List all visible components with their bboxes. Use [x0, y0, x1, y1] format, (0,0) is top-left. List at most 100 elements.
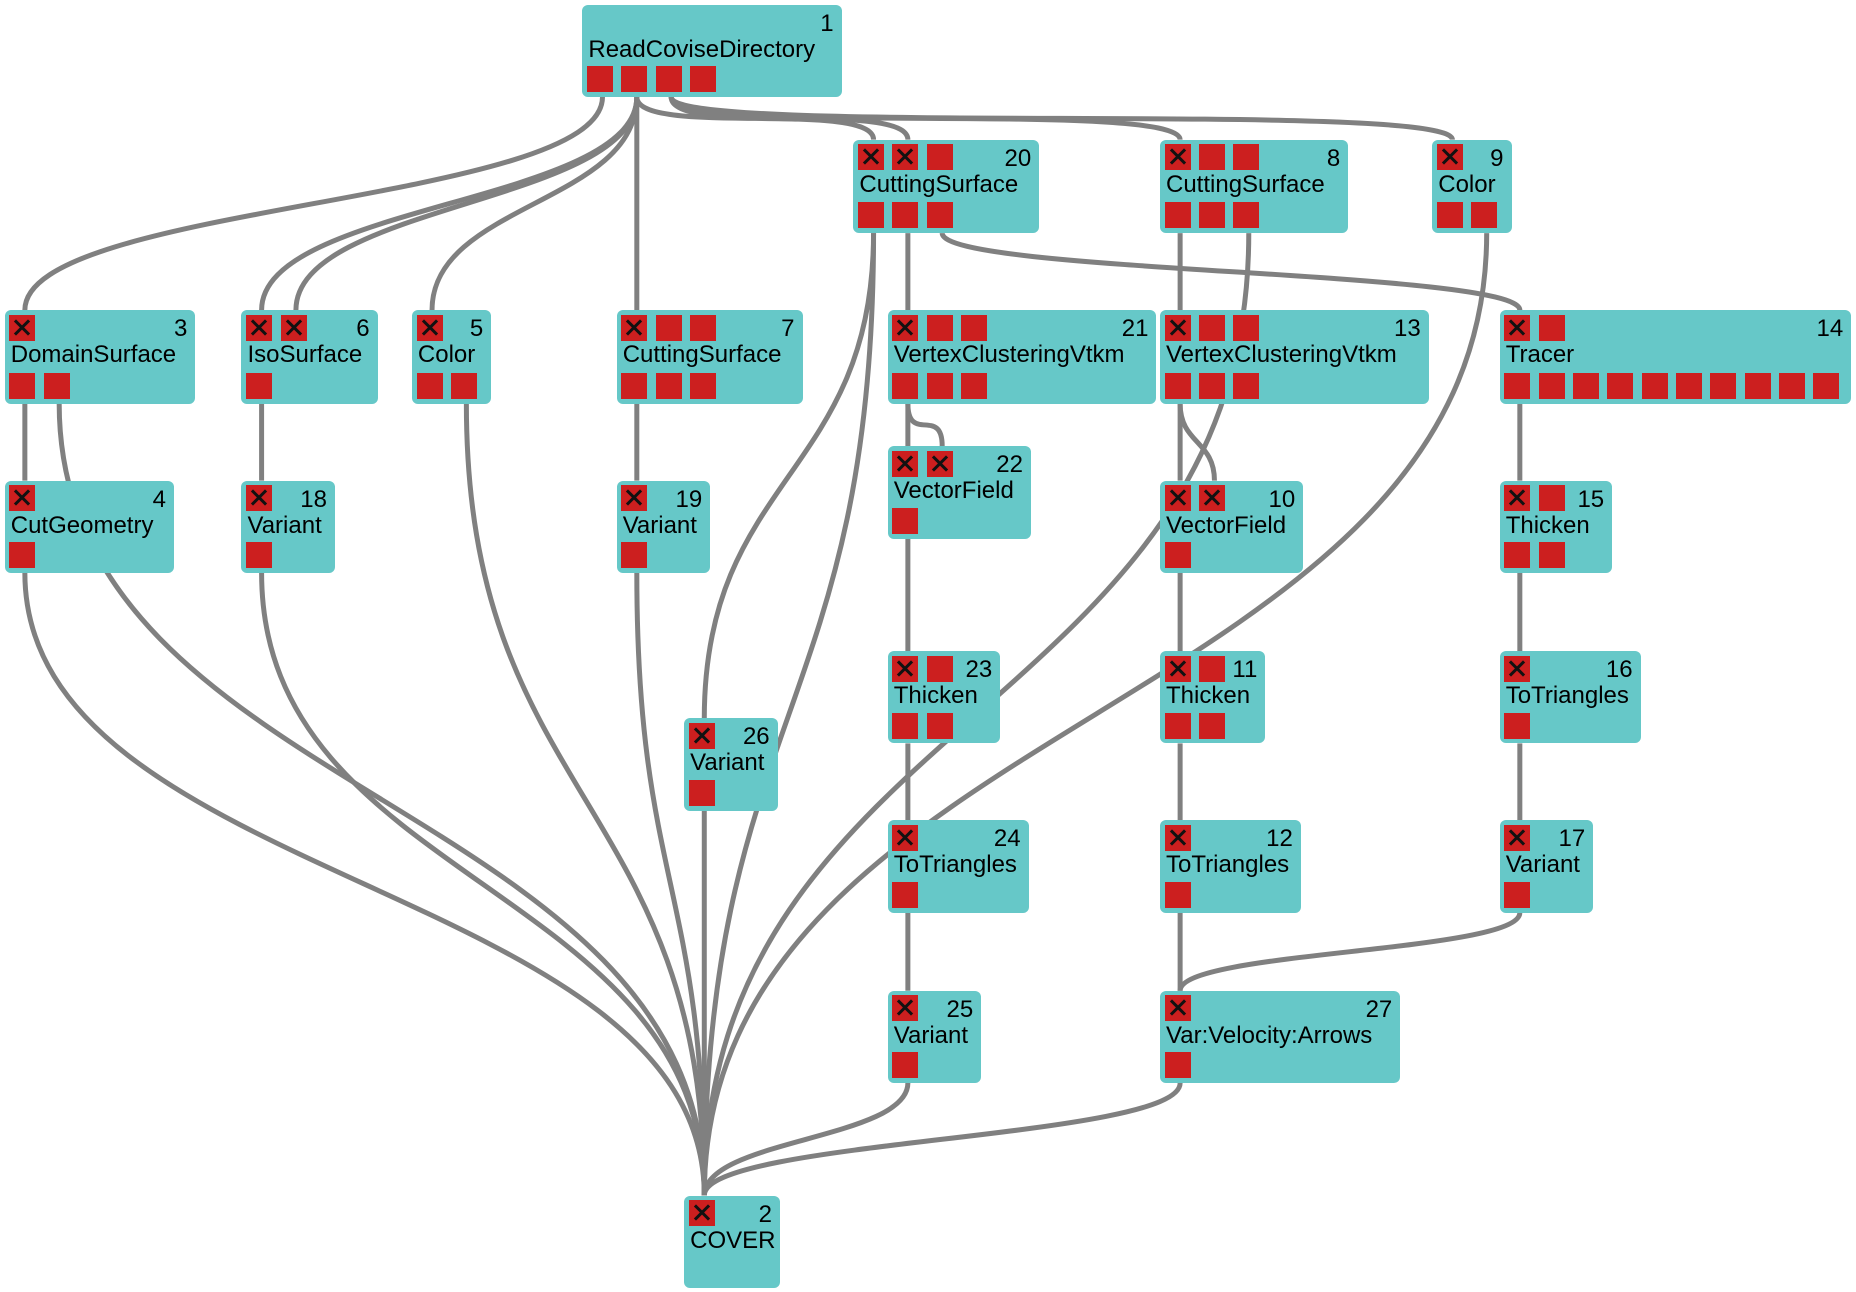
output-port[interactable]	[1641, 372, 1668, 399]
output-port[interactable]	[43, 372, 70, 399]
output-port[interactable]	[926, 712, 953, 739]
input-port[interactable]	[1199, 144, 1226, 171]
output-port[interactable]	[1199, 712, 1226, 739]
output-port[interactable]	[1538, 542, 1565, 569]
connected-input-port[interactable]	[926, 450, 953, 477]
connected-input-port[interactable]	[892, 825, 919, 852]
connected-input-port[interactable]	[1164, 485, 1191, 512]
output-port[interactable]	[621, 372, 648, 399]
output-port[interactable]	[1199, 372, 1226, 399]
input-port[interactable]	[926, 314, 953, 341]
output-port[interactable]	[1710, 372, 1737, 399]
output-port[interactable]	[688, 780, 715, 807]
output-port[interactable]	[246, 542, 273, 569]
connected-input-port[interactable]	[892, 995, 919, 1022]
connection-wire[interactable]	[668, 95, 1455, 141]
connected-input-port[interactable]	[892, 144, 919, 171]
input-port[interactable]	[1538, 314, 1565, 341]
input-port[interactable]	[690, 314, 717, 341]
input-port[interactable]	[926, 655, 953, 682]
connection-wire[interactable]	[1177, 911, 1523, 992]
connection-wire[interactable]	[701, 233, 1490, 1196]
output-port[interactable]	[1164, 881, 1191, 908]
connected-input-port[interactable]	[1504, 314, 1531, 341]
connected-input-port[interactable]	[1436, 144, 1463, 171]
output-port[interactable]	[1164, 1052, 1191, 1079]
output-port[interactable]	[1233, 372, 1260, 399]
connection-wire[interactable]	[22, 572, 707, 1196]
connected-input-port[interactable]	[688, 1200, 715, 1227]
output-port[interactable]	[1573, 372, 1600, 399]
connection-wire[interactable]	[701, 1082, 1183, 1197]
output-port[interactable]	[1199, 202, 1226, 229]
output-port[interactable]	[1164, 202, 1191, 229]
output-port[interactable]	[892, 881, 919, 908]
connection-wire[interactable]	[701, 233, 877, 719]
output-port[interactable]	[1538, 372, 1565, 399]
output-port[interactable]	[1471, 202, 1498, 229]
connection-wire[interactable]	[429, 97, 640, 311]
connection-wire[interactable]	[939, 232, 1523, 312]
connected-input-port[interactable]	[892, 314, 919, 341]
connection-wire[interactable]	[463, 403, 707, 1196]
output-port[interactable]	[9, 372, 36, 399]
connected-input-port[interactable]	[858, 144, 885, 171]
output-port[interactable]	[690, 372, 717, 399]
connected-input-port[interactable]	[621, 314, 648, 341]
connected-input-port[interactable]	[1164, 314, 1191, 341]
connected-input-port[interactable]	[246, 485, 273, 512]
output-port[interactable]	[1504, 712, 1531, 739]
input-port[interactable]	[1199, 314, 1226, 341]
connection-wire[interactable]	[634, 572, 707, 1196]
connection-wire[interactable]	[701, 1082, 911, 1196]
output-port[interactable]	[655, 372, 682, 399]
connected-input-port[interactable]	[1164, 144, 1191, 171]
connected-input-port[interactable]	[9, 314, 36, 341]
output-port[interactable]	[1607, 372, 1634, 399]
connected-input-port[interactable]	[246, 314, 273, 341]
output-port[interactable]	[450, 372, 477, 399]
connected-input-port[interactable]	[688, 723, 715, 750]
connection-wire[interactable]	[293, 97, 640, 311]
output-port[interactable]	[1779, 372, 1806, 399]
output-port[interactable]	[892, 712, 919, 739]
connected-input-port[interactable]	[1199, 485, 1226, 512]
connected-input-port[interactable]	[621, 485, 648, 512]
output-port[interactable]	[892, 372, 919, 399]
output-port[interactable]	[587, 66, 614, 93]
input-port[interactable]	[1199, 655, 1226, 682]
output-port[interactable]	[1504, 881, 1531, 908]
connected-input-port[interactable]	[1504, 825, 1531, 852]
connected-input-port[interactable]	[1504, 655, 1531, 682]
connection-wire[interactable]	[22, 96, 605, 311]
output-port[interactable]	[1233, 202, 1260, 229]
output-port[interactable]	[690, 66, 717, 93]
input-port[interactable]	[961, 314, 988, 341]
output-port[interactable]	[892, 1052, 919, 1079]
connected-input-port[interactable]	[1164, 995, 1191, 1022]
connected-input-port[interactable]	[1164, 655, 1191, 682]
output-port[interactable]	[858, 202, 885, 229]
output-port[interactable]	[1504, 542, 1531, 569]
connected-input-port[interactable]	[280, 314, 307, 341]
connection-wire[interactable]	[905, 403, 945, 447]
connected-input-port[interactable]	[9, 485, 36, 512]
